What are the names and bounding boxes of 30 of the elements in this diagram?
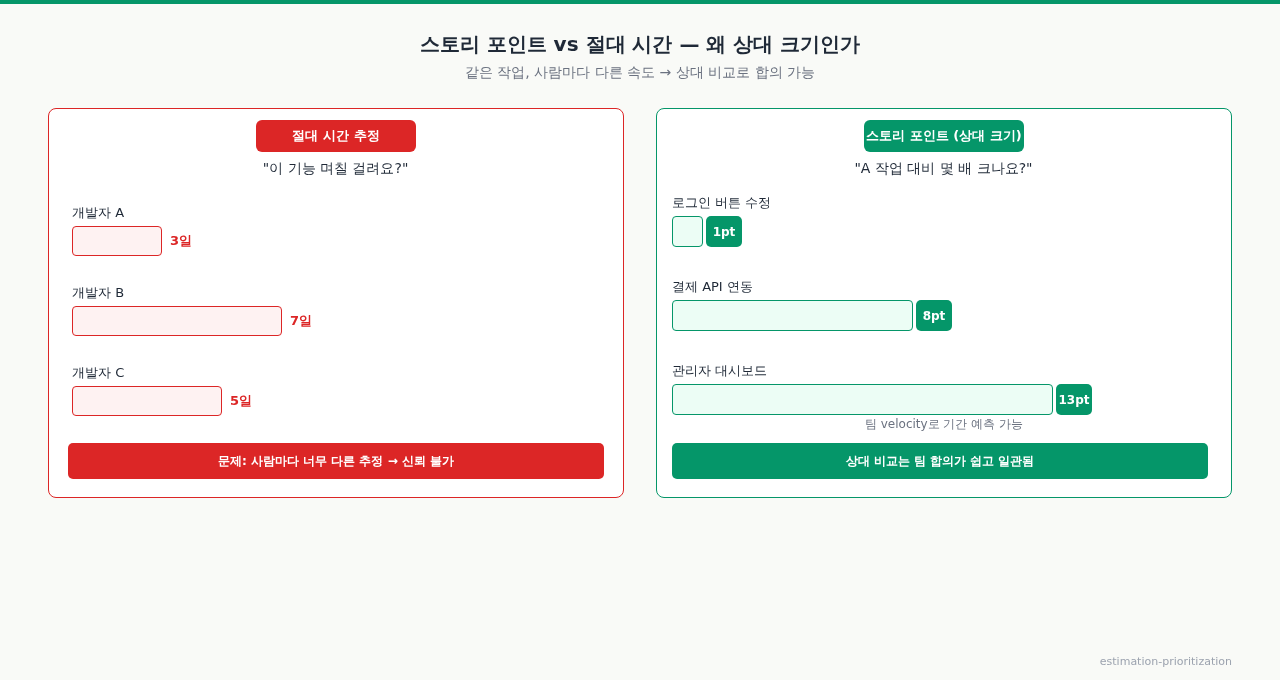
item-label: 개발자 A	[72, 205, 125, 221]
points-badge: 13pt	[1056, 384, 1092, 415]
points-badge: 8pt	[916, 300, 952, 331]
size-bar	[72, 306, 282, 336]
item-label: 결제 API 연동	[672, 279, 753, 295]
estimate-value: 3일	[170, 233, 193, 249]
item-label: 개발자 B	[72, 285, 125, 301]
size-bar	[672, 216, 703, 247]
estimate-value: 7일	[290, 313, 313, 329]
item-label: 관리자 대시보드	[672, 363, 768, 379]
question-text: "이 기능 며칠 걸려요?"	[261, 159, 410, 177]
subtitle: 같은 작업, 사람마다 다른 속도 → 상대 비교로 합의 가능	[463, 63, 817, 82]
size-bar	[72, 386, 222, 416]
section-header: 절대 시간 추정	[256, 120, 416, 152]
question-text: "A 작업 대비 몇 배 크나요?"	[853, 159, 1034, 177]
size-bar	[72, 226, 162, 256]
section-header: 스토리 포인트 (상대 크기)	[864, 120, 1024, 152]
conclusion-banner: 문제: 사람마다 너무 다른 추정 → 신뢰 불가	[68, 443, 604, 479]
points-badge: 1pt	[706, 216, 742, 247]
comparison-panel	[48, 108, 624, 498]
note-text: 팀 velocity로 기간 예측 가능	[863, 416, 1025, 432]
size-bar	[672, 300, 913, 331]
estimate-value: 5일	[230, 393, 253, 409]
diagram-title: 스토리 포인트 vs 절대 시간 — 왜 상대 크기인가	[418, 31, 862, 58]
comparison-panel	[656, 108, 1232, 498]
size-bar	[672, 384, 1053, 415]
item-label: 개발자 C	[72, 365, 125, 381]
item-label: 로그인 버튼 수정	[672, 195, 772, 211]
footer-tag: estimation-prioritization	[932, 654, 1232, 670]
conclusion-banner: 상대 비교는 팀 합의가 쉽고 일관됨	[672, 443, 1208, 479]
